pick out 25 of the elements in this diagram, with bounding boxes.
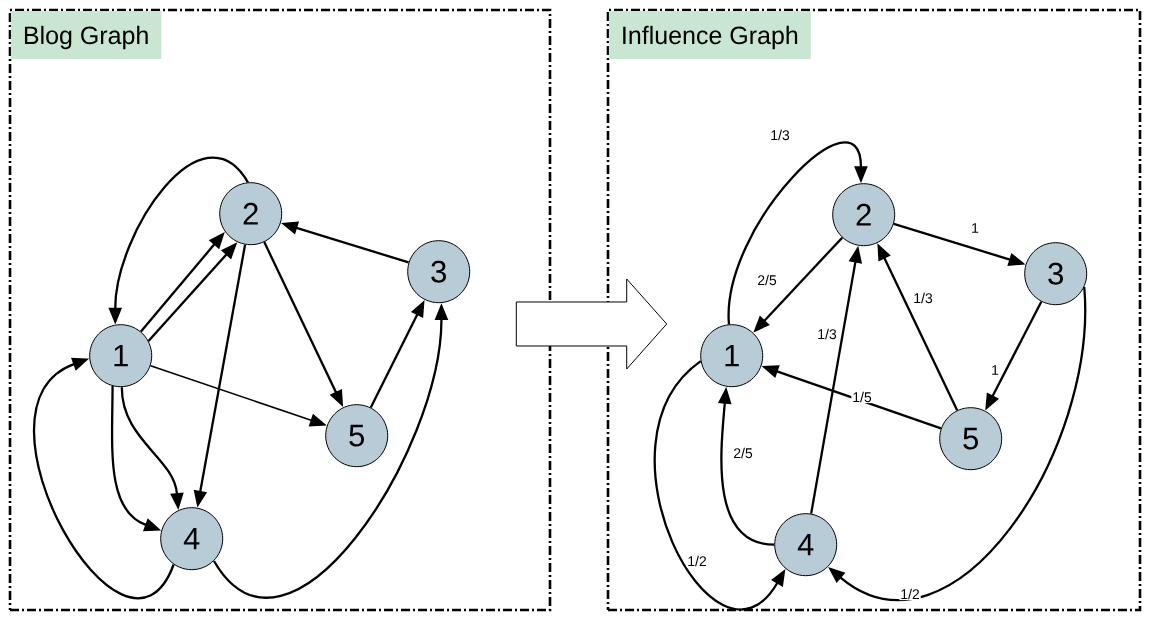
- graph-node: 3: [407, 240, 471, 304]
- title-box: Blog Graph: [10, 10, 162, 59]
- edge-label: 1/5: [851, 390, 873, 404]
- graph-node: 5: [939, 407, 1003, 471]
- edge-label: 2/5: [732, 446, 754, 460]
- graph-node: 5: [325, 404, 389, 468]
- edge-label: 1/3: [769, 128, 791, 142]
- block-arrow: [515, 278, 668, 370]
- edge-label: 1/2: [686, 554, 708, 568]
- graph-node: 4: [160, 507, 224, 571]
- graph-node: 4: [774, 513, 838, 577]
- edge-label: 1: [990, 364, 1000, 376]
- edge-label: 1: [970, 222, 980, 234]
- title-box: Influence Graph: [608, 10, 811, 59]
- edge-label: 1/2: [899, 587, 921, 601]
- edge-label: 1/3: [816, 327, 838, 341]
- edge-label: 2/5: [756, 273, 778, 287]
- arrow: [727, 142, 868, 325]
- graph-node: 3: [1024, 242, 1088, 306]
- graph-node: 1: [700, 324, 764, 388]
- edge-label: 1/3: [912, 291, 934, 305]
- graph-node: 1: [89, 324, 153, 388]
- graph-node: 2: [832, 183, 896, 247]
- graph-node: 2: [219, 182, 283, 246]
- arrow: [32, 357, 175, 599]
